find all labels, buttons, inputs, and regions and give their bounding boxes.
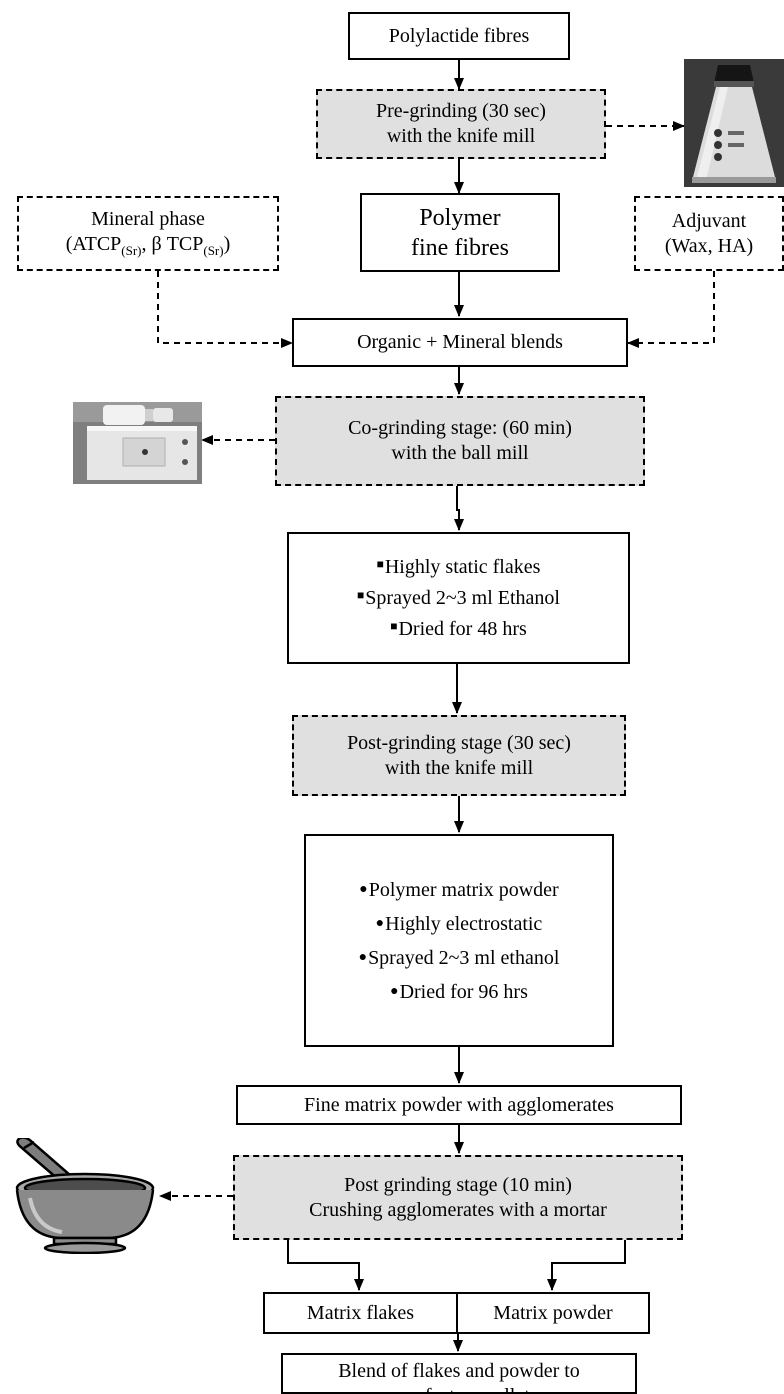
matrix-powder-node: Matrix powder: [456, 1292, 650, 1334]
adjuvant-node: Adjuvant (Wax, HA): [634, 196, 784, 271]
flakes-notes-node: ■Highly static flakes ■Sprayed 2~3 ml Et…: [287, 532, 630, 664]
mortar-and-pestle-icon: [15, 1138, 155, 1254]
matrix-note-2: ●Highly electrostatic: [375, 912, 543, 935]
flakes-note-3: ■Dried for 48 hrs: [390, 617, 527, 640]
adjuvant-line-2: (Wax, HA): [664, 234, 754, 257]
cogrinding-node: Co-grinding stage: (60 min) with the bal…: [275, 396, 645, 486]
flakes-note-2: ■Sprayed 2~3 ml Ethanol: [357, 586, 560, 609]
post-mortar-line-2: Crushing agglomerates with a mortar: [309, 1198, 607, 1221]
postgrinding-line-2: with the knife mill: [384, 756, 534, 779]
arrow-postmortar-to-powder: [547, 1240, 626, 1291]
knife-mill-photo: [684, 59, 784, 187]
polymer-line-2: fine fibres: [411, 234, 509, 261]
matrix-flakes-label: Matrix flakes: [306, 1301, 415, 1324]
fine-matrix-label: Fine matrix powder with agglomerates: [304, 1093, 614, 1116]
organic-mineral-blends-node: Organic + Mineral blends: [292, 318, 628, 367]
square-bullet-icon: ■: [376, 556, 384, 571]
adjuvant-line-1: Adjuvant: [671, 209, 747, 232]
mineral-line-2: (ATCP(Sr), β TCP(Sr)): [65, 233, 231, 259]
square-bullet-icon: ■: [357, 587, 365, 602]
dot-bullet-icon: ●: [375, 915, 385, 931]
flakes-note-1: ■Highly static flakes: [376, 555, 541, 578]
postgrinding-node: Post-grinding stage (30 sec) with the kn…: [292, 715, 626, 796]
matrix-powder-label: Matrix powder: [493, 1301, 613, 1324]
blend-line-2: manufacture pellets: [380, 1384, 537, 1392]
cogrinding-line-2: with the ball mill: [391, 442, 529, 464]
pregrinding-node: Pre-grinding (30 sec) with the knife mil…: [316, 89, 606, 159]
ball-mill-photo: [73, 402, 202, 484]
dot-bullet-icon: ●: [359, 881, 368, 897]
dot-bullet-icon: ●: [358, 949, 368, 965]
post-mortar-line-1: Post grinding stage (10 min): [344, 1173, 572, 1196]
polylactide-label: Polylactide fibres: [388, 24, 530, 47]
polymer-line-1: Polymer: [419, 204, 501, 231]
pregrinding-line-2: with the knife mill: [386, 125, 536, 147]
matrix-note-4: ●Dried for 96 hrs: [390, 980, 528, 1003]
pregrinding-line-1: Pre-grinding (30 sec): [376, 100, 546, 122]
postgrinding-line-1: Post-grinding stage (30 sec): [347, 731, 571, 754]
arrow-cogrinding-to-flakes: [454, 486, 464, 531]
blend-line-1: Blend of flakes and powder to: [338, 1360, 580, 1382]
matrix-flakes-node: Matrix flakes: [263, 1292, 458, 1334]
matrix-note-1: ●Polymer matrix powder: [359, 878, 559, 901]
fine-matrix-node: Fine matrix powder with agglomerates: [236, 1085, 682, 1125]
matrix-notes-node: ●Polymer matrix powder ●Highly electrost…: [304, 834, 614, 1047]
polylactide-fibres-node: Polylactide fibres: [348, 12, 570, 60]
mineral-line-1: Mineral phase: [91, 208, 205, 231]
arrow-adjuvant-to-organic: [627, 271, 715, 348]
mineral-phase-node: Mineral phase (ATCP(Sr), β TCP(Sr)): [17, 196, 279, 271]
blend-node: Blend of flakes and powder to manufactur…: [281, 1353, 637, 1394]
matrix-note-3: ●Sprayed 2~3 ml ethanol: [358, 946, 560, 969]
post-mortar-node: Post grinding stage (10 min) Crushing ag…: [233, 1155, 683, 1240]
polymer-fine-fibres-node: Polymer fine fibres: [360, 193, 560, 272]
arrow-mineral-to-organic: [157, 271, 293, 348]
dot-bullet-icon: ●: [390, 983, 399, 999]
cogrinding-line-1: Co-grinding stage: (60 min): [348, 417, 572, 439]
arrow-postmortar-to-flakes: [287, 1240, 364, 1291]
square-bullet-icon: ■: [390, 618, 398, 633]
organic-label: Organic + Mineral blends: [357, 331, 563, 353]
